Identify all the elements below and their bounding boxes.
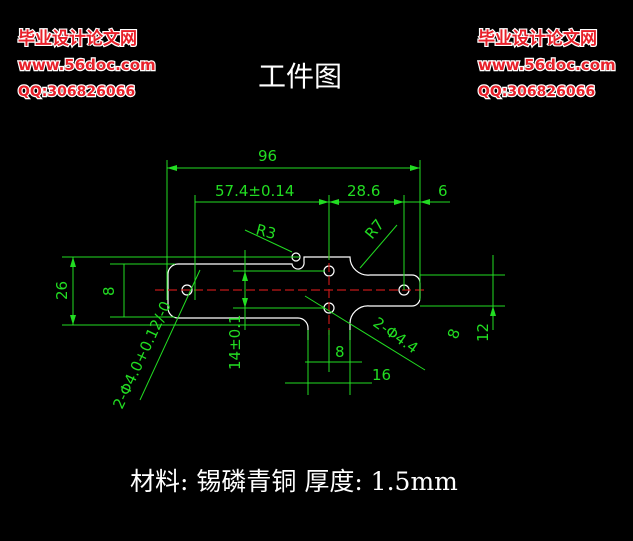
dim-tab-offset: 8	[335, 343, 345, 361]
dim-14: 14±0.1	[226, 314, 244, 370]
material-note: 材料: 锡磷青铜 厚度: 1.5mm	[130, 467, 458, 496]
dim-16: 16	[372, 366, 391, 384]
dim-26: 26	[53, 281, 71, 300]
drawing-title: 工件图	[258, 60, 342, 93]
watermark-qq: QQ:306826066	[478, 84, 595, 100]
dim-r7: R7	[361, 216, 388, 243]
watermark-right: 毕业设计论文网 www.56doc.com QQ:306826066	[477, 27, 617, 101]
dim-hole-right: 2-Φ4.4	[370, 314, 422, 358]
dim-96: 96	[258, 147, 277, 165]
dim-28-6: 28.6	[347, 182, 380, 200]
watermark-site: 毕业设计论文网	[18, 28, 137, 49]
watermark-qq: QQ:306826066	[18, 84, 135, 100]
dim-8-right: 8	[444, 326, 464, 341]
dim-57-4: 57.4±0.14	[215, 182, 294, 200]
dim-8: 8	[100, 286, 118, 296]
dim-12: 12	[474, 323, 492, 342]
watermark-site: 毕业设计论文网	[478, 28, 597, 49]
watermark-left: 毕业设计论文网 www.56doc.com QQ:306826066	[17, 27, 157, 101]
dim-6: 6	[438, 182, 448, 200]
watermark-url: www.56doc.com	[478, 56, 616, 74]
dim-r3: R3	[254, 220, 278, 243]
dimension-lines	[62, 160, 505, 401]
watermark-url: www.56doc.com	[18, 56, 156, 74]
centerlines	[155, 250, 425, 335]
